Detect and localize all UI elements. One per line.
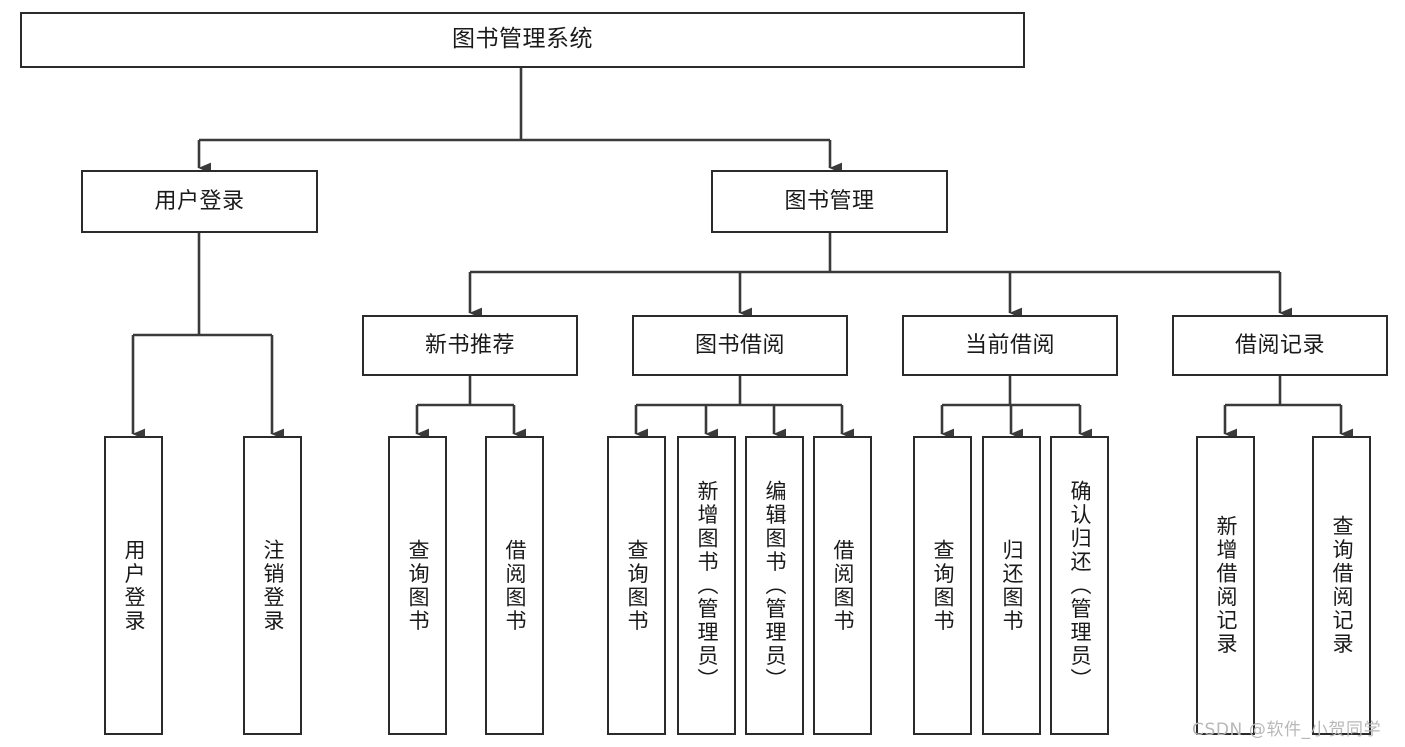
node-root[interactable]: 图书管理系统	[20, 12, 1025, 68]
node-root-label: 图书管理系统	[452, 26, 593, 53]
node-leaf-query-book-3[interactable]: 查询图书	[913, 436, 972, 735]
node-leaf-logout-login[interactable]: 注销登录	[243, 436, 302, 735]
node-new-book-recommend-label: 新书推荐	[424, 332, 515, 358]
node-leaf-add-book[interactable]: 新增图书（管理员）	[677, 436, 736, 735]
node-book-management-label: 图书管理	[784, 188, 875, 214]
node-borrow-record[interactable]: 借阅记录	[1172, 315, 1388, 376]
node-user-login-label: 用户登录	[154, 188, 245, 214]
node-leaf-query-record[interactable]: 查询借阅记录	[1312, 436, 1371, 735]
node-book-borrow-label: 图书借阅	[694, 332, 785, 358]
node-current-borrow-label: 当前借阅	[964, 332, 1055, 358]
node-leaf-query-record-label: 查询借阅记录	[1330, 515, 1354, 656]
node-leaf-add-book-label: 新增图书（管理员）	[695, 479, 719, 692]
node-leaf-logout-login-label: 注销登录	[261, 538, 285, 633]
node-leaf-add-record[interactable]: 新增借阅记录	[1196, 436, 1255, 735]
node-leaf-confirm-return[interactable]: 确认归还（管理员）	[1050, 436, 1109, 735]
node-book-borrow[interactable]: 图书借阅	[632, 315, 848, 376]
node-leaf-query-book-1-label: 查询图书	[406, 538, 430, 633]
node-leaf-borrow-book-1-label: 借阅图书	[503, 538, 527, 633]
node-leaf-borrow-book-2-label: 借阅图书	[831, 538, 855, 633]
node-leaf-edit-book[interactable]: 编辑图书（管理员）	[745, 436, 804, 735]
node-leaf-user-login-label: 用户登录	[122, 538, 146, 633]
node-leaf-query-book-2-label: 查询图书	[625, 538, 649, 633]
node-leaf-borrow-book-2[interactable]: 借阅图书	[813, 436, 872, 735]
node-leaf-return-book-label: 归还图书	[1000, 538, 1024, 633]
node-new-book-recommend[interactable]: 新书推荐	[362, 315, 578, 376]
node-book-management[interactable]: 图书管理	[711, 170, 948, 233]
node-leaf-query-book-2[interactable]: 查询图书	[607, 436, 666, 735]
node-current-borrow[interactable]: 当前借阅	[902, 315, 1118, 376]
node-leaf-user-login[interactable]: 用户登录	[104, 436, 163, 735]
node-user-login[interactable]: 用户登录	[81, 170, 318, 233]
node-leaf-borrow-book-1[interactable]: 借阅图书	[485, 436, 544, 735]
node-leaf-confirm-return-label: 确认归还（管理员）	[1068, 479, 1092, 692]
watermark-text: CSDN @软件_小贺同学	[1192, 720, 1382, 740]
node-leaf-query-book-1[interactable]: 查询图书	[388, 436, 447, 735]
node-borrow-record-label: 借阅记录	[1234, 332, 1325, 358]
node-leaf-add-record-label: 新增借阅记录	[1214, 515, 1238, 656]
node-leaf-query-book-3-label: 查询图书	[931, 538, 955, 633]
node-leaf-return-book[interactable]: 归还图书	[982, 436, 1041, 735]
node-leaf-edit-book-label: 编辑图书（管理员）	[763, 479, 787, 692]
